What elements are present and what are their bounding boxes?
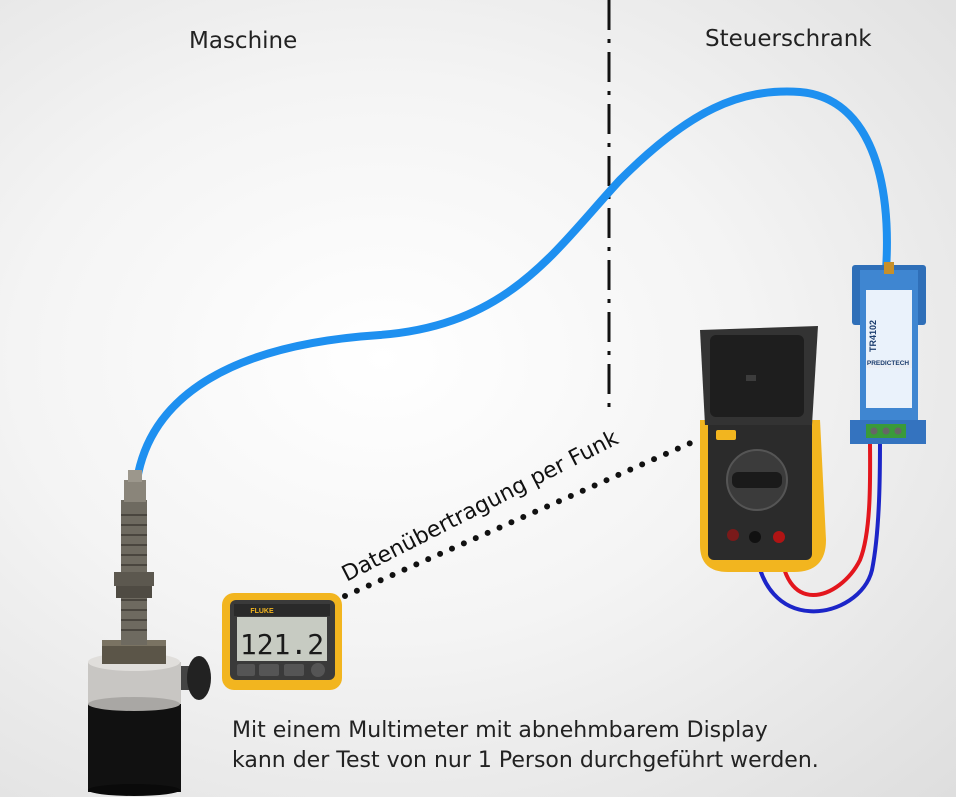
machine-label: Maschine: [189, 28, 298, 54]
sensor-cable: [133, 87, 891, 484]
display-brand-label: FLUKE: [250, 608, 274, 615]
red-test-lead: [778, 439, 873, 597]
wireless-link-dots: [342, 438, 698, 599]
display-reading: 121.2: [240, 628, 324, 661]
tr4102-transmitter: [850, 262, 926, 444]
caption: Mit einem Multimeter mit abnehmbarem Dis…: [232, 716, 819, 776]
control-cabinet-label: Steuerschrank: [705, 26, 872, 52]
vibration-sensor: [88, 470, 211, 796]
handheld-multimeter: [700, 326, 826, 572]
caption-line-1: Mit einem Multimeter mit abnehmbarem Dis…: [232, 718, 768, 743]
multimeter-display-unit: [222, 593, 342, 690]
caption-line-2: kann der Test von nur 1 Person durchgefü…: [232, 748, 819, 773]
transmitter-model-label: TR4102: [868, 320, 878, 352]
transmitter-brand-label: PREDICTECH: [867, 360, 910, 367]
blue-test-lead: [753, 439, 882, 614]
